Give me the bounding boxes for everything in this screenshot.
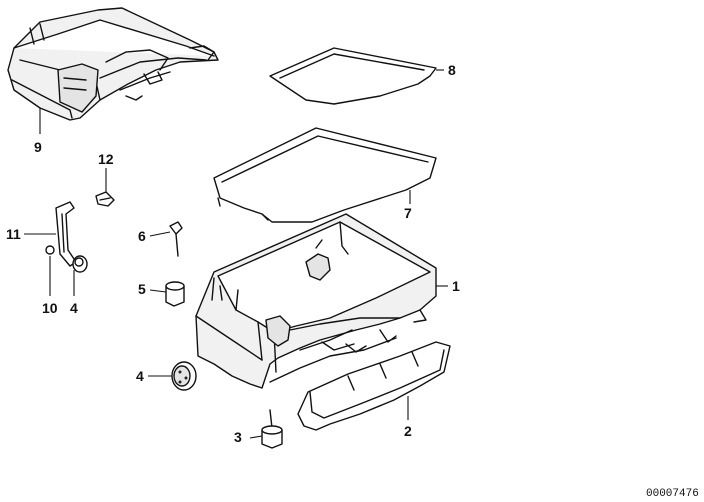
drawing-number: 00007476 <box>646 488 699 500</box>
part-2-side-rail <box>297 341 451 431</box>
part-7-cover-lid <box>213 127 437 223</box>
callout-2: 2 <box>404 423 412 439</box>
part-9-upper-cover <box>7 7 219 121</box>
callout-6: 6 <box>138 228 146 244</box>
callout-10: 10 <box>42 300 58 316</box>
part-8-mat <box>269 47 437 105</box>
part-10-washer <box>45 245 55 255</box>
callout-9: 9 <box>34 139 42 155</box>
part-4-grommet-large <box>171 361 197 391</box>
callout-3: 3 <box>234 429 242 445</box>
part-6-bolt <box>169 221 183 257</box>
callout-8: 8 <box>448 62 456 78</box>
part-5-bushing <box>165 281 185 307</box>
part-11-bracket <box>55 201 77 267</box>
callout-12: 12 <box>98 151 114 167</box>
callout-4-grommet: 4 <box>136 368 144 384</box>
part-3-screw <box>261 409 283 449</box>
callout-11: 11 <box>6 226 21 242</box>
part-1-main-box <box>195 213 437 389</box>
callout-5: 5 <box>138 281 146 297</box>
callout-4-small: 4 <box>70 300 78 316</box>
part-4-grommet-small <box>72 255 88 273</box>
leader-lines <box>24 69 448 439</box>
callout-7: 7 <box>404 205 412 221</box>
part-12-clip <box>95 191 115 207</box>
callout-1: 1 <box>452 278 460 294</box>
